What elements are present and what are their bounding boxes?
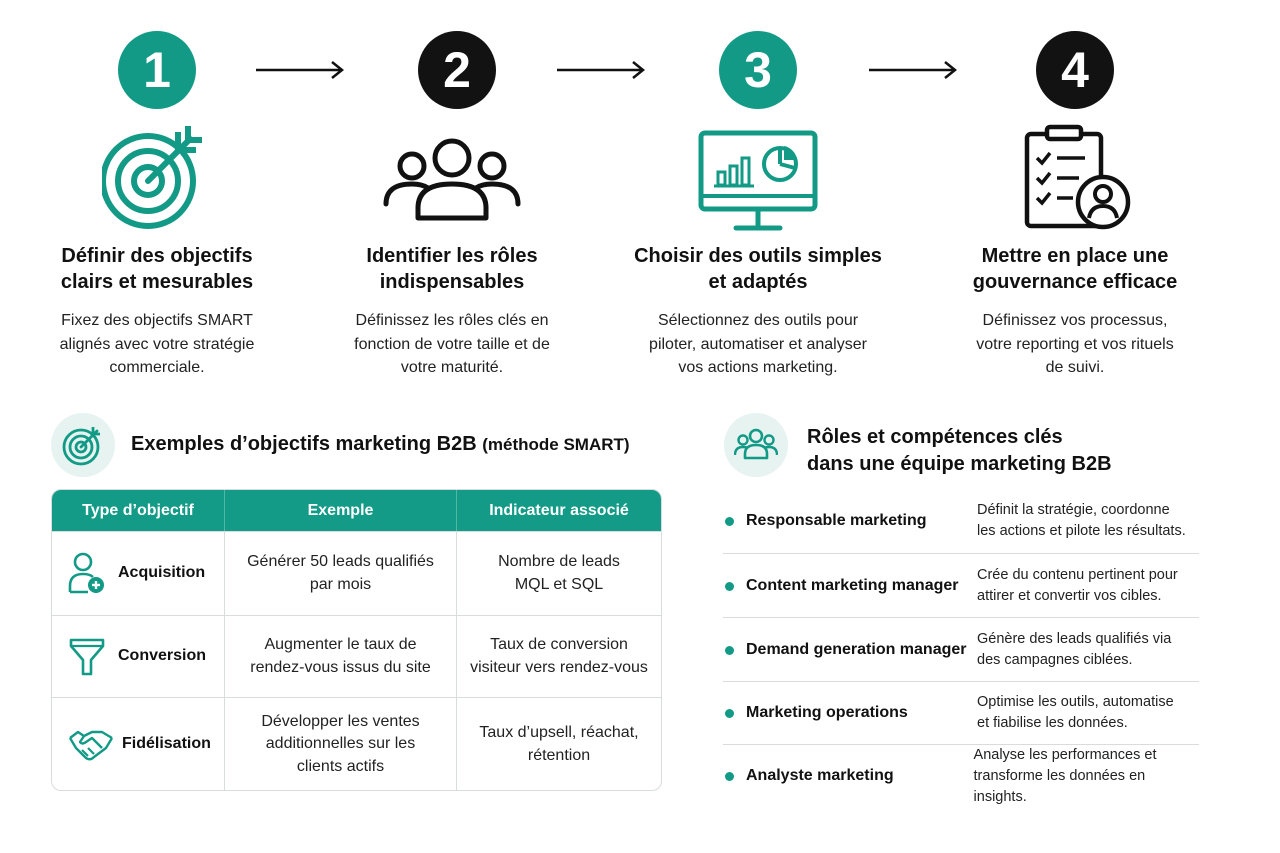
objective-type-cell: Acquisition (52, 532, 225, 615)
bullet-icon (725, 516, 734, 526)
role-name: Content marketing manager (746, 577, 959, 594)
step-number: 3 (719, 31, 797, 109)
handshake-icon (68, 730, 114, 760)
divider (723, 553, 1199, 554)
role-name: Marketing operations (746, 704, 908, 721)
column-header: Type d’objectif (52, 490, 225, 531)
role-name: Demand generation manager (746, 641, 967, 658)
arrow-right-icon (256, 61, 345, 79)
team-icon (724, 413, 788, 477)
role-name: Analyste marketing (746, 767, 894, 784)
bullet-icon (725, 771, 734, 781)
column-header: Indicateur associé (489, 501, 629, 519)
role-item: Analyste marketing Analyse les performan… (723, 747, 1199, 805)
bullet-icon (725, 645, 734, 655)
divider (723, 744, 1199, 745)
divider (723, 617, 1199, 618)
role-item: Responsable marketing Définit la stratég… (723, 500, 1199, 542)
divider (723, 681, 1199, 682)
checklist-user-icon (930, 124, 1220, 234)
team-icon (307, 124, 597, 234)
bullet-icon (725, 708, 734, 718)
objectives-table: Type d’objectif Exemple Indicateur assoc… (51, 489, 662, 791)
funnel-icon (69, 638, 105, 675)
step-number: 2 (418, 31, 496, 109)
dashboard-monitor-icon (613, 124, 903, 234)
role-item: Demand generation manager Génère des lea… (723, 629, 1199, 671)
table-header: Type d’objectif Exemple Indicateur assoc… (52, 490, 661, 531)
target-icon (51, 413, 115, 477)
step-number: 4 (1036, 31, 1114, 109)
step-description: Définissez vos processus,votre reporting… (976, 312, 1174, 376)
arrow-right-icon (557, 61, 646, 79)
user-plus-icon (68, 552, 104, 593)
bullet-icon (725, 581, 734, 591)
step-number: 1 (118, 31, 196, 109)
role-name: Responsable marketing (746, 512, 927, 529)
arrow-right-icon (869, 61, 958, 79)
role-item: Marketing operations Optimise les outils… (723, 692, 1199, 734)
indicator-cell: Taux d’upsell, réachat,rétention (479, 724, 639, 764)
objectives-section-title: Exemples d’objectifs marketing B2B (méth… (131, 433, 630, 455)
objective-type-cell: Conversion (52, 616, 225, 697)
role-item: Content marketing manager Crée du conten… (723, 565, 1199, 607)
target-icon (12, 124, 302, 234)
objective-type-cell: Fidélisation (52, 698, 225, 790)
column-header: Exemple (225, 490, 457, 531)
